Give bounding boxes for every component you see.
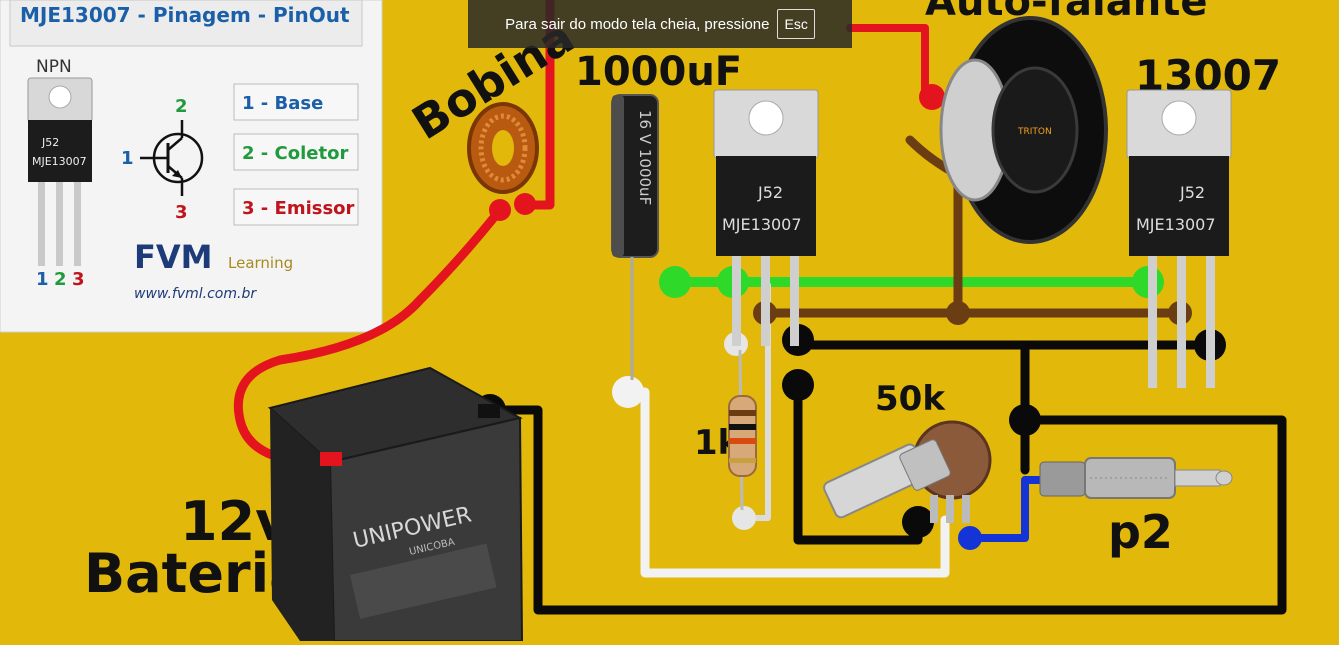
pin-2-label: 2 — [54, 269, 67, 290]
wire-blue — [966, 476, 1044, 542]
audio-jack-icon — [1039, 457, 1233, 499]
pinout-panel: MJE13007 - Pinagem - PinOut NPN J52 MJE1… — [0, 0, 383, 333]
resistor-icon — [728, 349, 757, 511]
legend-box-base — [233, 83, 359, 121]
capacitor-icon: 16 V 1000uF — [611, 94, 659, 380]
transistor-left-mark: J52 — [757, 183, 783, 202]
wire-red-speaker — [846, 24, 936, 101]
brand-url: www.fvml.com.br — [134, 286, 257, 302]
potentiometer-icon — [823, 420, 992, 523]
jack-label: p2 — [1108, 505, 1173, 559]
panel-transistor: J52 MJE13007 1 2 3 — [27, 77, 93, 290]
legend-emitter: 3 - Emissor — [242, 198, 355, 219]
npn-symbol-icon: 1 2 3 — [121, 96, 204, 223]
fullscreen-message: Para sair do modo tela cheia, pressione — [505, 15, 770, 33]
legend-base: 1 - Base — [242, 93, 323, 114]
symbol-base-pin: 1 — [121, 148, 134, 169]
capacitor-label: 1000uF — [575, 49, 742, 95]
legend-collector: 2 - Coletor — [242, 143, 348, 164]
speaker-label: Auto-falante — [925, 0, 1207, 25]
transistor-left-name: MJE13007 — [722, 215, 802, 234]
panel-title-box — [9, 0, 363, 47]
pin-1-label: 1 — [36, 269, 49, 290]
panel-part-code: J52 — [41, 136, 59, 149]
speaker-brand: TRITON — [1017, 127, 1052, 137]
pin-3-label: 3 — [72, 269, 85, 290]
battery-icon: UNIPOWER UNICOBA — [267, 366, 524, 642]
pot-label: 50k — [875, 379, 946, 419]
capacitor-body-text: 16 V 1000uF — [636, 110, 654, 205]
transistor-right-name: MJE13007 — [1136, 215, 1216, 234]
wire-red-battery — [233, 205, 505, 467]
coil-icon — [467, 102, 539, 194]
panel-title: MJE13007 - Pinagem - PinOut — [20, 3, 350, 27]
battery-label: Bateria — [84, 542, 306, 605]
brand-sub: Learning — [228, 254, 293, 272]
legend-box-emitter — [233, 188, 359, 226]
transistor-right-mark: J52 — [1179, 183, 1205, 202]
brand-logo: FVM — [134, 238, 212, 276]
fullscreen-notice: Para sair do modo tela cheia, pressione … — [468, 0, 852, 48]
panel-part-name: MJE13007 — [32, 155, 87, 168]
transistor-left: J52 MJE13007 — [713, 89, 819, 346]
speaker-icon: TRITON — [939, 16, 1108, 244]
symbol-collector-pin: 2 — [175, 96, 188, 117]
symbol-emitter-pin: 3 — [175, 202, 188, 223]
npn-label: NPN — [36, 57, 72, 77]
esc-key-badge[interactable]: Esc — [777, 9, 815, 39]
legend-box-collector — [233, 133, 359, 171]
transistor-right: J52 MJE13007 — [1126, 89, 1232, 388]
